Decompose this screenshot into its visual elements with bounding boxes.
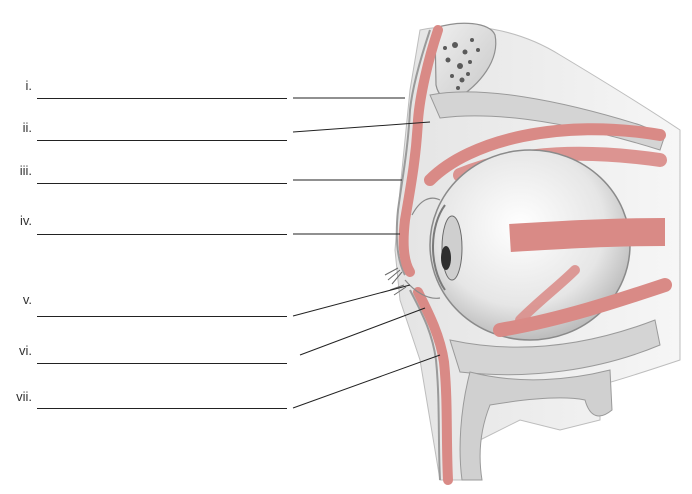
answer-blank-iii[interactable] (37, 183, 287, 184)
upper-eyelid-skin (395, 29, 431, 276)
superior-fornix (411, 197, 441, 216)
label-iv: iv. (19, 213, 32, 228)
leader-line-ii (292, 121, 431, 133)
label-iii: iii. (19, 163, 32, 178)
inferior-rectus (493, 278, 672, 337)
maxilla (459, 369, 613, 481)
label-vii: vii. (16, 389, 32, 404)
answer-blank-vi[interactable] (37, 363, 287, 364)
lower-eyelid-skin (409, 289, 441, 481)
label-i: i. (25, 78, 33, 93)
label-v: v. (22, 292, 32, 307)
sinus-trabeculae (443, 38, 480, 90)
label-ii: ii. (22, 120, 32, 135)
pupil (441, 246, 451, 270)
answer-blank-i[interactable] (37, 98, 287, 99)
answer-blank-iv[interactable] (37, 234, 287, 235)
answer-blank-vii[interactable] (37, 408, 287, 409)
label-vi: vi. (19, 343, 32, 358)
leader-line-vii (292, 354, 441, 409)
orbicularis-lower (413, 287, 453, 485)
leader-line-vi (299, 307, 426, 356)
inferior-oblique (515, 265, 580, 325)
lateral-rectus (509, 218, 666, 252)
leader-line-v (292, 284, 411, 317)
answer-blank-ii[interactable] (37, 140, 287, 141)
orbicularis-upper (398, 25, 443, 277)
eyelashes-upper (384, 267, 403, 285)
inferior-fornix (404, 279, 441, 299)
leader-lines (292, 97, 441, 409)
levator-muscle (424, 123, 666, 186)
answer-blank-v[interactable] (37, 316, 287, 317)
cornea (432, 204, 446, 291)
orbital-floor (449, 319, 661, 376)
orbital-roof (429, 91, 666, 151)
